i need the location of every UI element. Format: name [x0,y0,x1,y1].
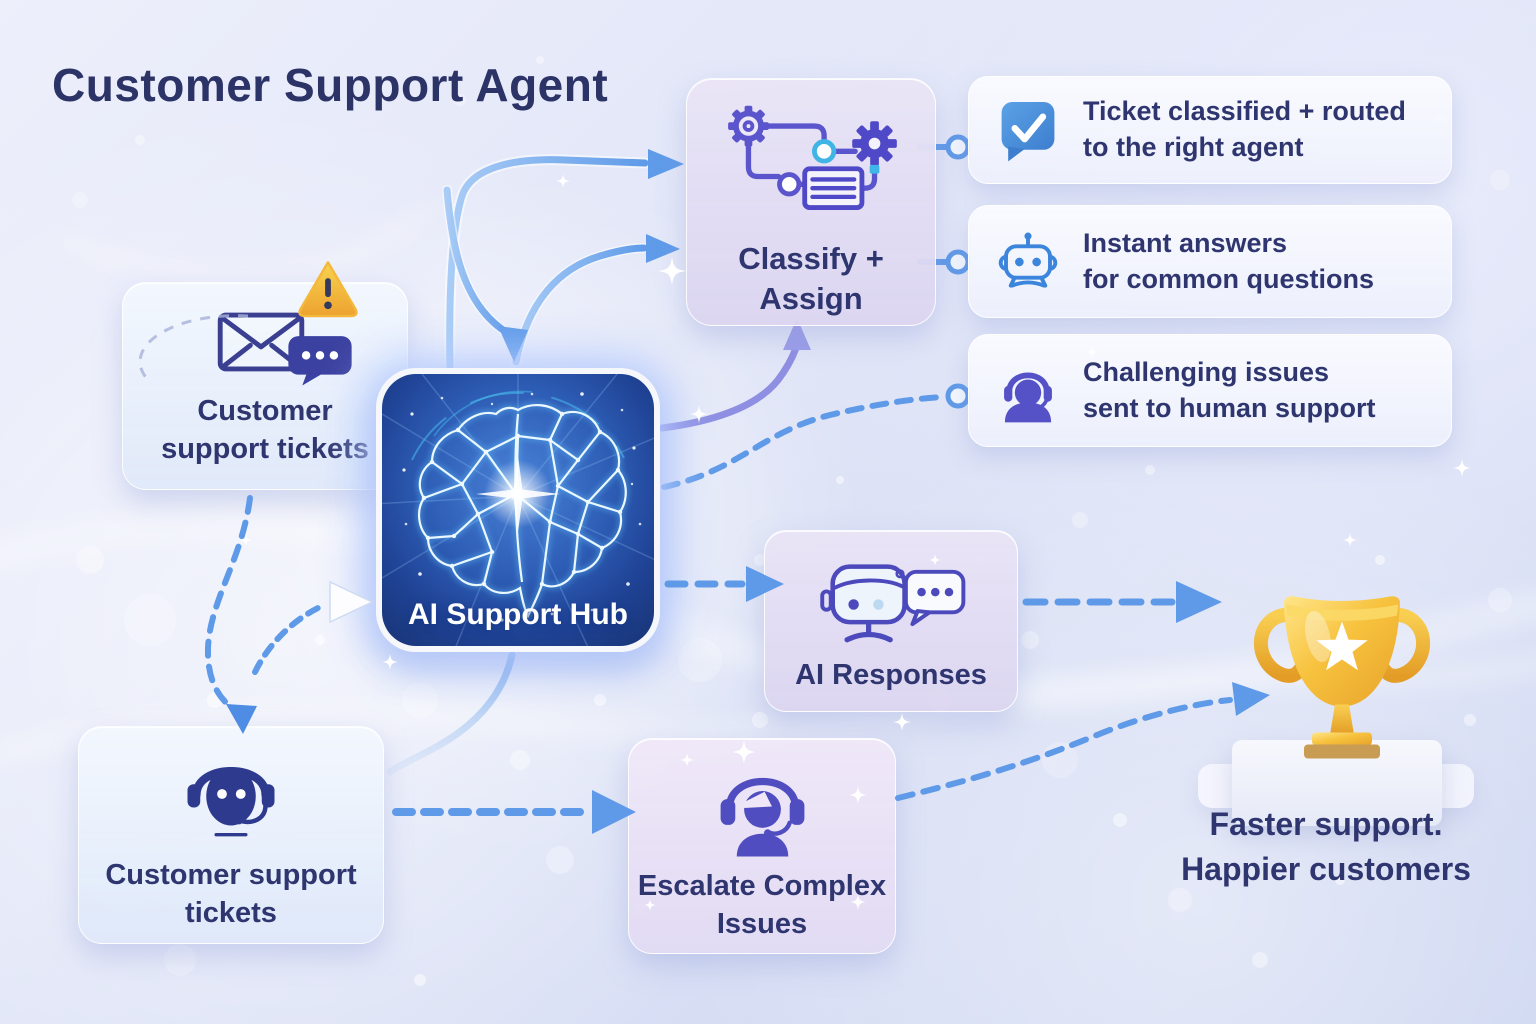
result-line2: Happier customers [1181,851,1471,888]
arrow-hub-to-classify-mid [511,234,680,367]
tickets-bottom-label-line2: tickets [185,896,277,929]
check-bubble-icon [1001,101,1055,162]
classify-label-line1: Classify + [738,241,884,276]
robot-icon [998,232,1058,288]
outcome-human-line1: Challenging issues [1083,356,1330,387]
tickets-top-label-line1: Customer [197,395,333,427]
escalate-label-line1: Escalate Complex [637,870,887,902]
outcome-instant-line1: Instant answers [1083,227,1288,258]
node-escalate-complex-issues: Escalate Complex Issues [628,738,896,954]
human-headset-icon [1004,371,1052,422]
agent-headset-icon [720,777,804,857]
tickets-bottom-label-line1: Customer support [105,859,357,891]
tickets-icon-group [123,261,407,391]
glowing-brain-image [382,374,654,646]
outcome-instant-line2: for common questions [1083,263,1375,294]
outcome-card-human-support: Challenging issues sent to human support [968,334,1452,447]
arrow-hub-up-to-classify-bottom [658,318,811,432]
node-classify-assign: Classify + Assign [686,78,936,326]
arrow-classify-to-hub [442,185,528,362]
node-ai-support-hub: AI Support Hub [376,368,660,652]
outcome-card-instant-answers: Instant answers for common questions [968,205,1452,318]
result-caption: Faster support. Happier customers [1126,802,1526,893]
page-title: Customer Support Agent [52,59,609,111]
curve-hub-to-tickets-bottom [386,651,516,776]
chat-dots-icon [288,336,352,386]
workflow-gears-icon [727,105,897,210]
trophy-graphic [1253,596,1431,759]
headset-face-icon [187,767,275,837]
node-customer-support-tickets-inbound: Customer support tickets [122,261,408,490]
gear-filled [851,121,897,174]
outcome-routed-line1: Ticket classified + routed [1083,96,1406,127]
connector-hub-to-human-support [661,383,971,490]
escalate-label-line2: Issues [716,907,808,940]
result-line1: Faster support. [1209,806,1443,842]
warning-icon [298,261,358,318]
outcome-card-ticket-routed: Ticket classified + routed to the right … [968,76,1452,184]
outcome-routed-line2: to the right agent [1083,132,1304,162]
node-customer-support-tickets-queue: Customer support tickets [78,726,384,944]
gear-outline [727,105,769,147]
outcome-human-line2: sent to human support [1083,392,1376,423]
robot-chat-icon [819,564,965,643]
ai-responses-label: AI Responses [795,659,987,691]
classify-label-line2: Assign [759,281,863,317]
arrow-hub-to-classify-top [444,149,684,451]
tickets-top-label-line2: support tickets [161,432,369,465]
ai-hub-label: AI Support Hub [408,598,628,631]
node-ai-responses: AI Responses [764,530,1018,712]
